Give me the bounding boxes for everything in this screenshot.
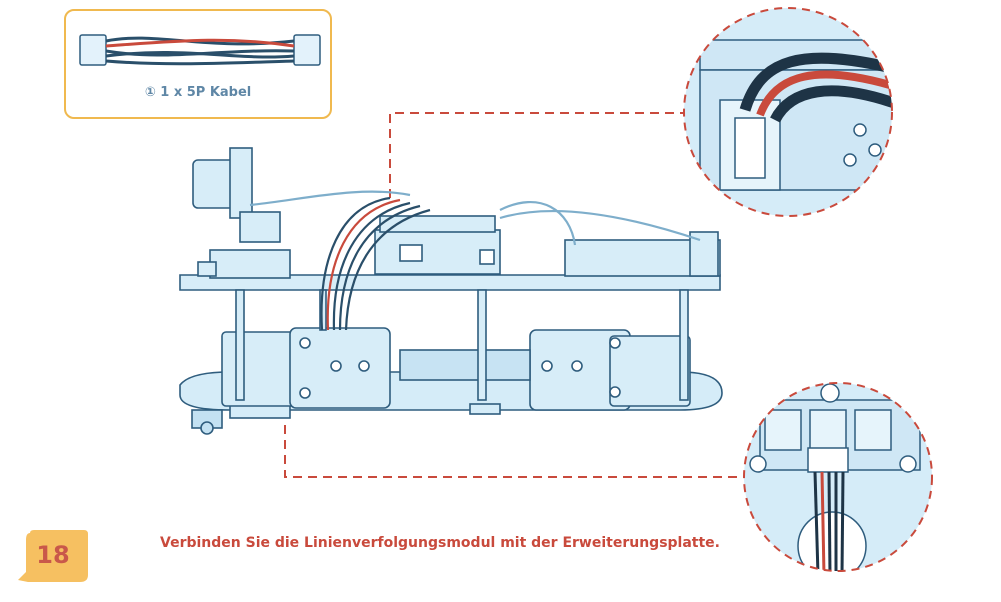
page-badge-shape [18,530,88,582]
page-number: 18 [36,541,70,569]
cable-icon [79,34,321,66]
instruction-text: Verbinden Sie die Linienverfolgungsmodul… [160,535,720,551]
callout-lines [284,112,745,478]
top-zoom-detail [683,7,893,217]
upper-plate [179,274,721,401]
parts-box: ① 1 x 5P Kabel [64,9,332,119]
camera-module [192,147,291,279]
control-board [374,215,501,275]
motors [221,327,691,411]
cable-label: ① 1 x 5P Kabel [144,85,252,100]
bottom-zoom-detail [743,382,933,572]
wires [249,190,701,331]
